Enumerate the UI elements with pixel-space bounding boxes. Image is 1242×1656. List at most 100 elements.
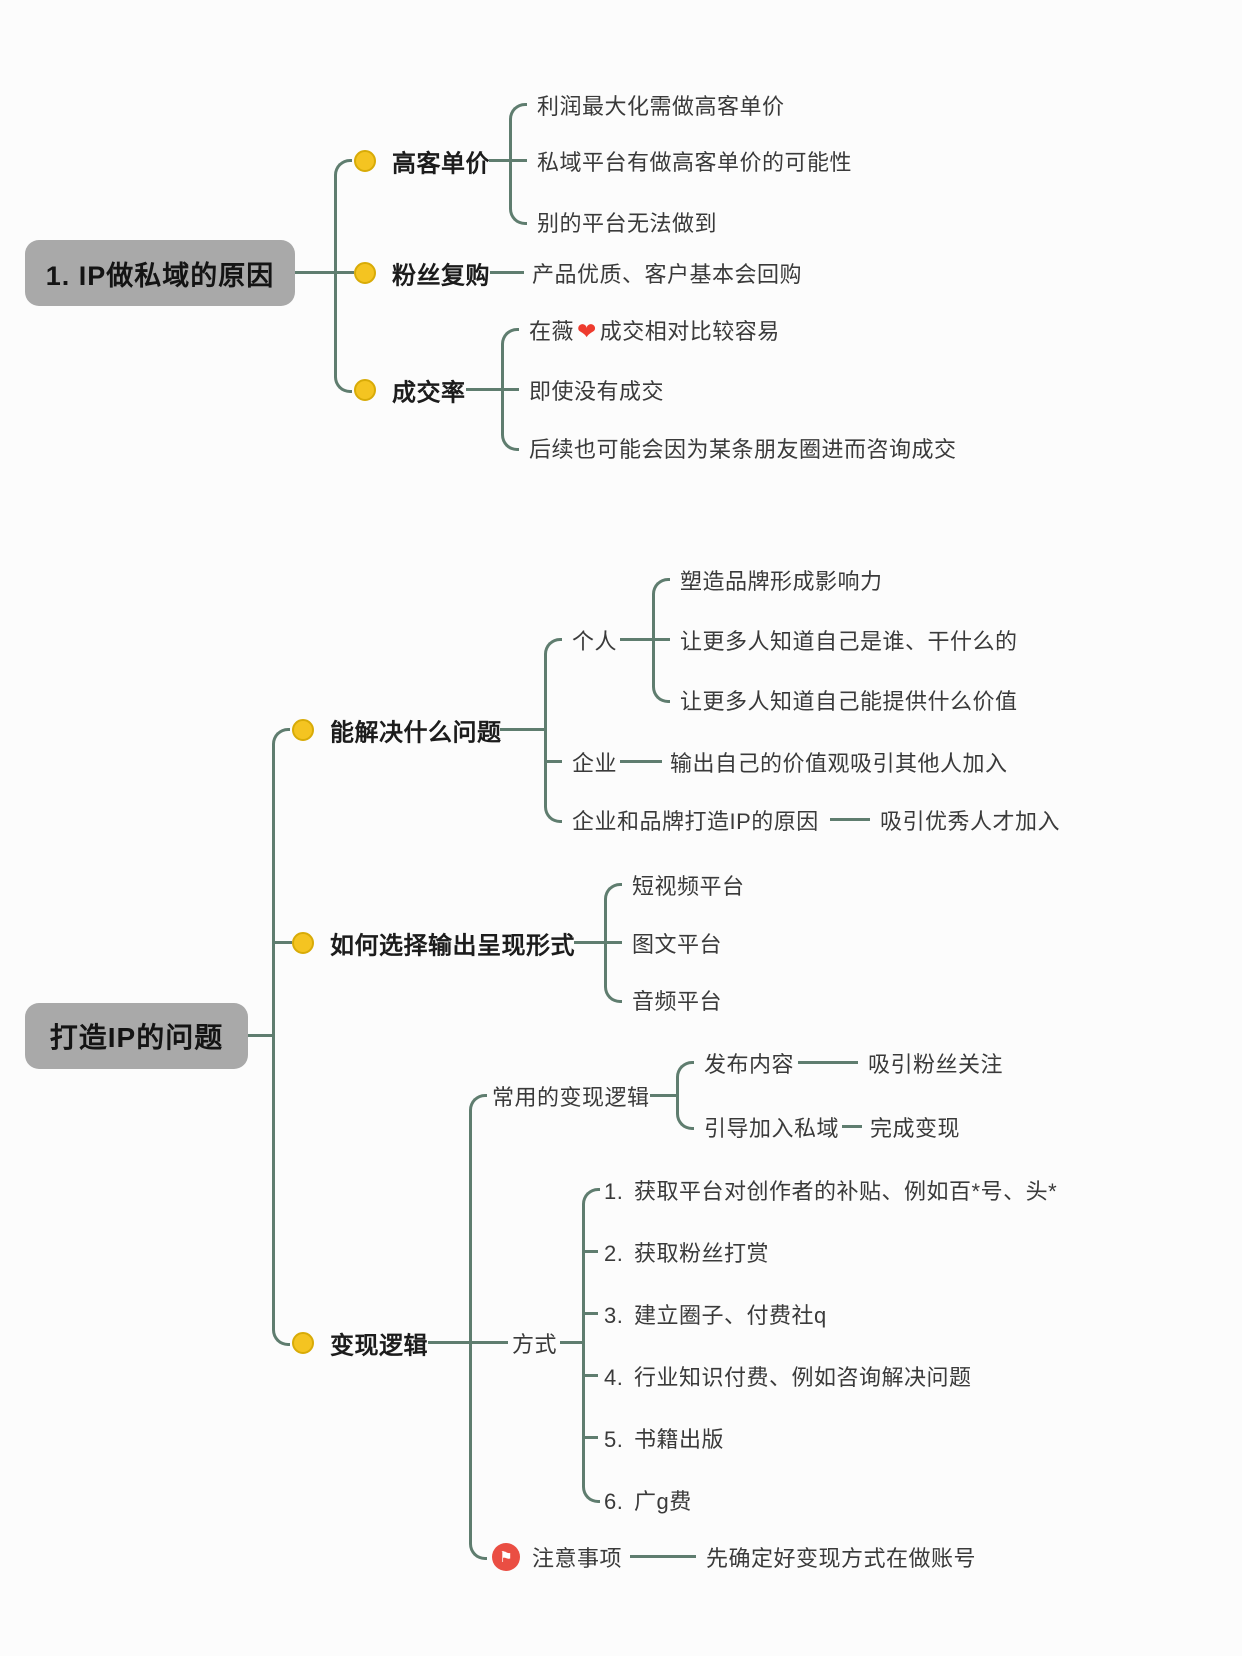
item-number: 1.	[604, 1179, 624, 1204]
edge	[574, 941, 604, 944]
leaf-node: 利润最大化需做高客单价	[537, 94, 785, 119]
edge	[544, 638, 562, 660]
edge	[544, 760, 562, 763]
edge	[652, 638, 670, 641]
list-item: 1. 获取平台对创作者的补贴、例如百*号、头*	[604, 1174, 1057, 1206]
edge	[830, 818, 870, 821]
edge	[272, 728, 290, 750]
edge	[560, 1341, 582, 1344]
item-text: 获取粉丝打赏	[634, 1241, 770, 1266]
sub-branch-label: 引导加入私域	[704, 1116, 840, 1141]
flag-icon: ⚑	[492, 1543, 520, 1571]
edge	[620, 760, 662, 763]
branch-label: 成交率	[392, 379, 466, 407]
edge	[334, 371, 352, 393]
leaf-text: 成交相对比较容易	[599, 319, 780, 344]
edge	[295, 271, 336, 274]
edge	[501, 388, 519, 391]
item-text: 建立圈子、付费社q	[634, 1303, 827, 1328]
list-item: 6.广g费	[604, 1484, 692, 1516]
leaf-node: 私域平台有做高客单价的可能性	[537, 150, 853, 175]
edge	[500, 728, 544, 731]
edge	[469, 1538, 487, 1560]
leaf-node: 完成变现	[870, 1116, 961, 1141]
edge	[676, 1061, 694, 1083]
edge	[604, 981, 622, 1003]
edge	[650, 1094, 676, 1097]
topic-dot-icon	[354, 262, 376, 284]
leaf-node: 吸引优秀人才加入	[880, 809, 1061, 834]
edge	[582, 1210, 585, 1481]
branch-label: 变现逻辑	[330, 1332, 428, 1360]
list-item: 3.建立圈子、付费社q	[604, 1298, 827, 1330]
map1-root-node: 1. IP做私域的原因	[25, 240, 295, 306]
leaf-node: 后续也可能会因为某条朋友圈进而咨询成交	[529, 437, 957, 462]
sub-branch-label: 发布内容	[704, 1052, 795, 1077]
topic-dot-icon	[354, 150, 376, 172]
edge	[604, 883, 622, 905]
edge	[469, 1116, 472, 1538]
edge	[582, 1436, 598, 1439]
leaf-node: 塑造品牌形成影响力	[680, 569, 883, 594]
edge	[489, 159, 509, 162]
edge	[509, 125, 512, 203]
item-text: 广g费	[634, 1489, 692, 1514]
edge	[509, 203, 527, 225]
edge	[272, 1324, 290, 1346]
edge	[676, 1083, 679, 1108]
leaf-node: 让更多人知道自己是谁、干什么的	[680, 629, 1018, 654]
edge	[582, 1250, 598, 1253]
branch-label: 高客单价	[392, 150, 490, 178]
edge	[582, 1481, 600, 1503]
leaf-text: 在薇	[529, 319, 575, 344]
item-text: 书籍出版	[634, 1427, 725, 1452]
sub-branch-label: 企业和品牌打造IP的原因	[572, 809, 819, 834]
edge	[630, 1555, 696, 1558]
leaf-node: 图文平台	[632, 932, 723, 957]
sub-branch-label: 方式	[512, 1332, 558, 1357]
item-number: 5.	[604, 1427, 624, 1452]
heart-icon: ❤	[577, 318, 597, 344]
item-text: 行业知识付费、例如咨询解决问题	[634, 1365, 972, 1390]
item-text: 获取平台对创作者的补贴、例如百*号、头*	[634, 1179, 1058, 1204]
item-number: 4.	[604, 1365, 624, 1390]
edge	[334, 159, 352, 181]
edge	[620, 638, 652, 641]
edge	[272, 750, 275, 1324]
edge	[604, 941, 622, 944]
edge	[466, 388, 501, 391]
edge	[582, 1374, 598, 1377]
edge	[652, 681, 670, 703]
leaf-node: 即使没有成交	[529, 379, 665, 404]
leaf-node: 别的平台无法做到	[537, 211, 718, 236]
leaf-node: 音频平台	[632, 989, 723, 1014]
leaf-node: 短视频平台	[632, 874, 745, 899]
leaf-node: 先确定好变现方式在做账号	[706, 1546, 977, 1571]
sub-branch-label: 企业	[572, 751, 618, 776]
branch-label: 如何选择输出呈现形式	[330, 932, 575, 960]
edge	[676, 1108, 694, 1130]
list-item: 4. 行业知识付费、例如咨询解决问题	[604, 1360, 972, 1392]
edge	[582, 1312, 598, 1315]
edge	[509, 159, 527, 162]
map2-root-node: 打造IP的问题	[25, 1003, 248, 1069]
edge	[272, 941, 292, 944]
list-item: 5. 书籍出版	[604, 1422, 724, 1454]
branch-label: 粉丝复购	[392, 262, 490, 290]
item-number: 2.	[604, 1241, 624, 1266]
leaf-node: 产品优质、客户基本会回购	[532, 262, 803, 287]
edge	[842, 1125, 862, 1128]
list-item: 2. 获取粉丝打赏	[604, 1236, 769, 1268]
edge	[334, 271, 354, 274]
edge	[652, 578, 670, 600]
topic-dot-icon	[354, 379, 376, 401]
sub-branch-label: 个人	[572, 629, 618, 654]
leaf-node: 在薇❤成交相对比较容易	[529, 314, 780, 346]
edge	[428, 1341, 508, 1344]
topic-dot-icon	[292, 932, 314, 954]
leaf-node: 让更多人知道自己能提供什么价值	[680, 689, 1018, 714]
edge	[509, 103, 527, 125]
topic-dot-icon	[292, 1332, 314, 1354]
sub-branch-label: 注意事项	[532, 1546, 623, 1571]
